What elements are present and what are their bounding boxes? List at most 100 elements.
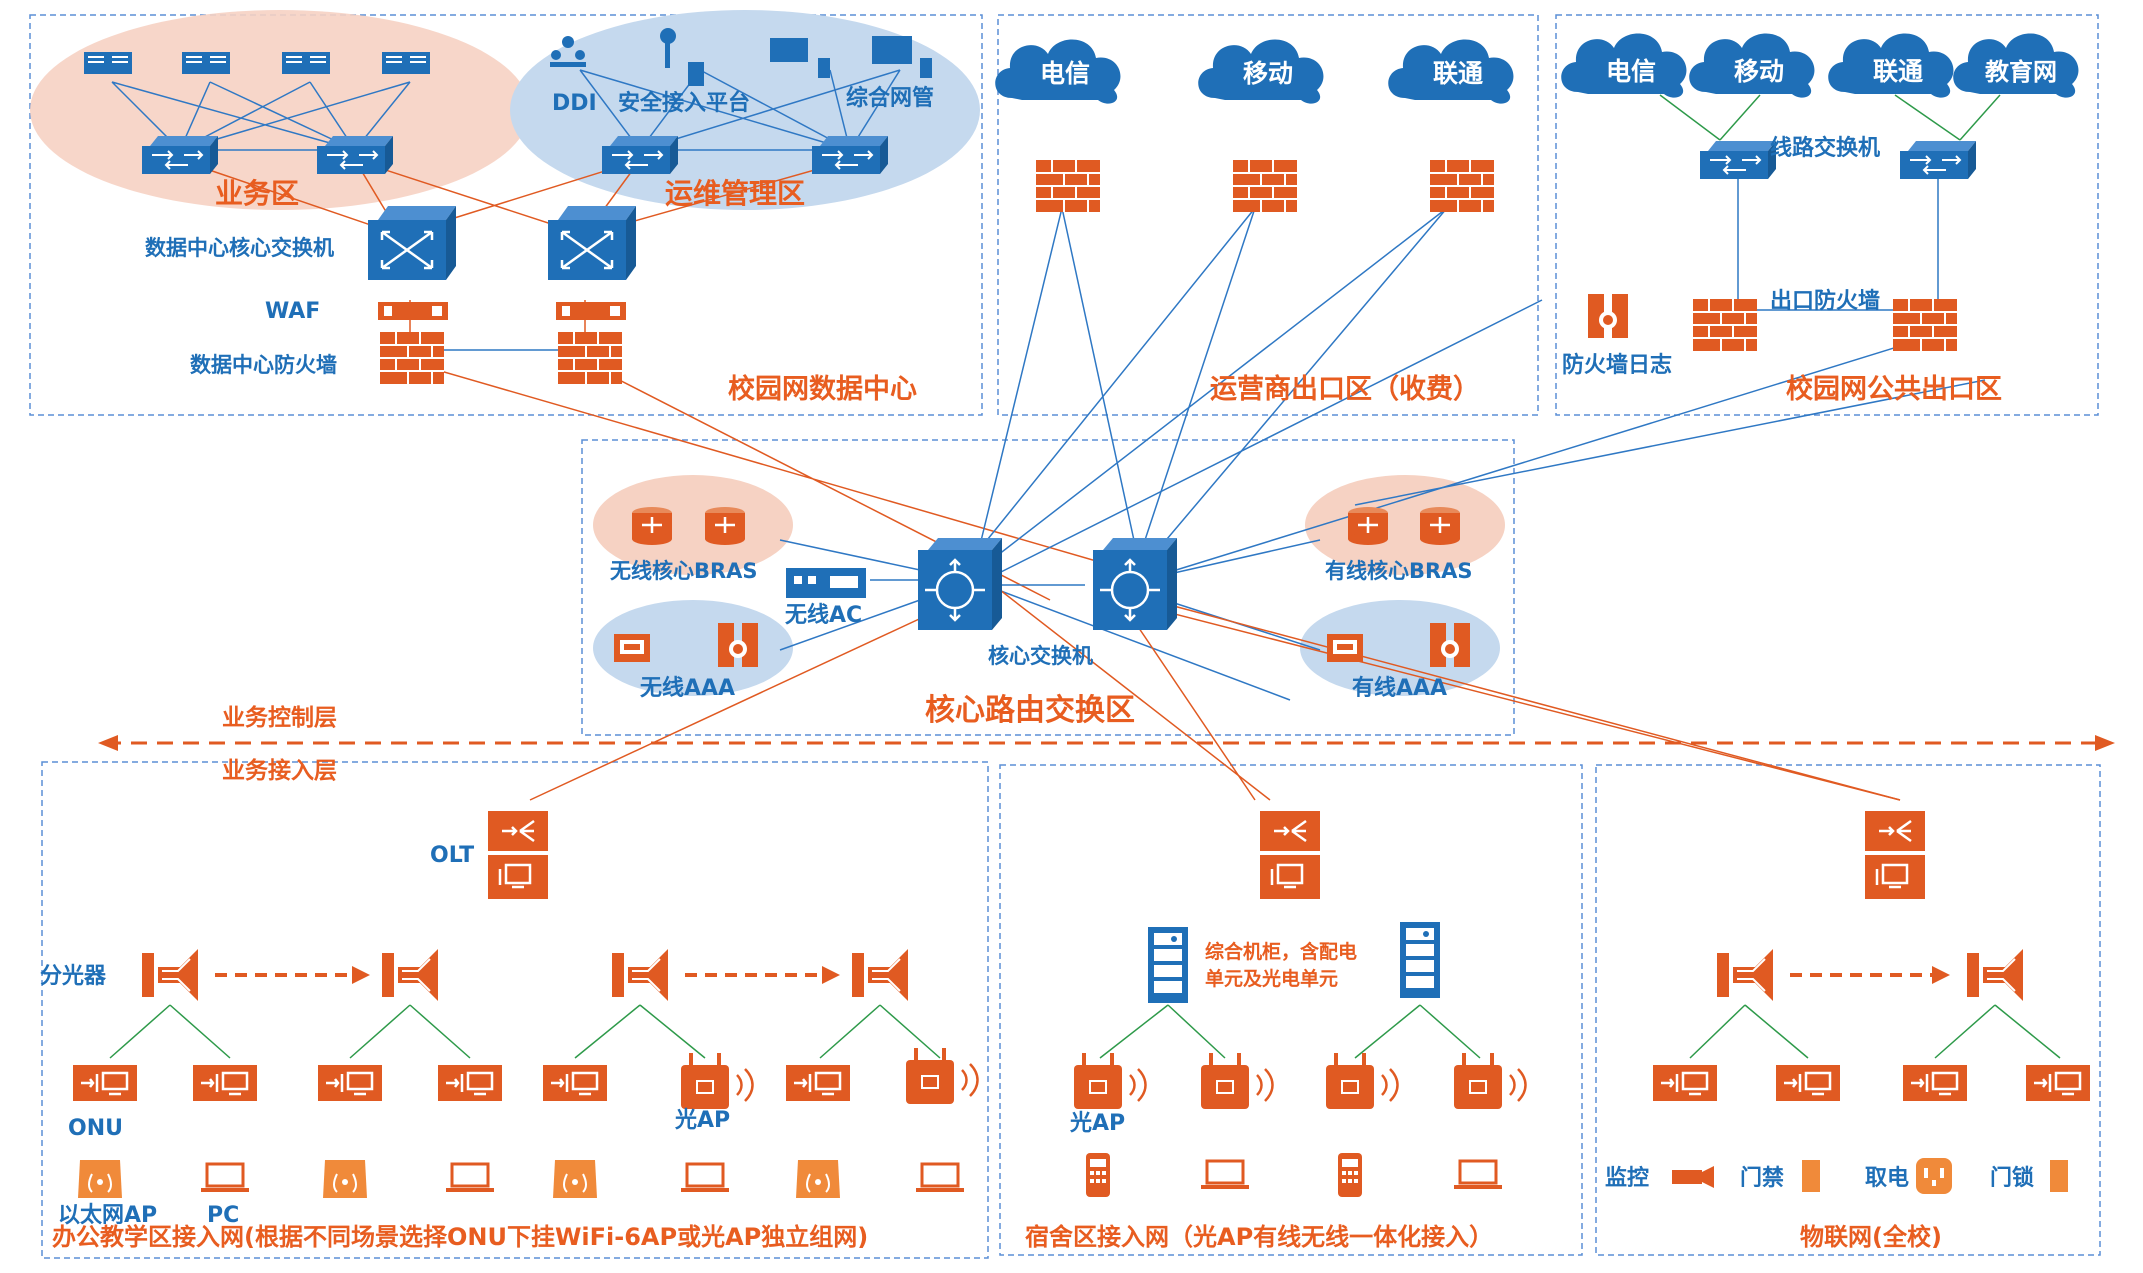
office-splitter-links xyxy=(109,1004,941,1059)
wired-bras-label: 有线核心BRAS xyxy=(1325,559,1473,583)
nms-server-icon xyxy=(920,58,932,78)
iot-onu-1-icon xyxy=(1651,1063,1719,1103)
isp-telecom-label: 电信 xyxy=(1040,59,1090,88)
dc-core-switch-2-icon xyxy=(546,204,638,282)
firewall-log-icon xyxy=(1588,294,1628,338)
isp-unicom-label: 联通 xyxy=(1433,59,1483,88)
separator-left-arrow xyxy=(98,735,118,751)
phone-1-icon xyxy=(1086,1153,1110,1197)
splitter-4-icon xyxy=(851,948,909,1002)
door-label: 门禁 xyxy=(1740,1165,1784,1191)
line-switch-1-icon xyxy=(1699,140,1777,180)
iot-splitter-1-icon xyxy=(1716,948,1774,1002)
dc-firewall-label: 数据中心防火墙 xyxy=(190,353,337,377)
zone-frame-dorm xyxy=(999,764,1583,1256)
separator-right-arrow xyxy=(2095,735,2115,751)
iot-onu-3-icon xyxy=(1901,1063,1969,1103)
onu-6-icon xyxy=(784,1063,852,1103)
eth-ap-label: 以太网AP xyxy=(58,1203,157,1228)
waf-icon xyxy=(378,302,626,320)
dc-core-switch-label: 数据中心核心交换机 xyxy=(145,236,334,260)
splitter-1-icon xyxy=(141,948,199,1002)
zone-label-isp: 运营商出口区（收费） xyxy=(1210,374,1480,405)
rack-2-icon xyxy=(1400,922,1440,998)
line-switch-2-icon xyxy=(1899,140,1977,180)
nms-monitor-icon xyxy=(872,36,912,64)
onu-2-icon xyxy=(191,1063,259,1103)
wired-bras-bubble xyxy=(1305,475,1505,575)
iot-onu-4-icon xyxy=(2024,1063,2092,1103)
exit-firewall-1-icon xyxy=(1692,298,1758,352)
eth-ap-4-icon xyxy=(795,1159,841,1199)
dorm-optical-ap-label: 光AP xyxy=(1069,1111,1125,1136)
ddi-icon xyxy=(550,36,586,67)
splitter-2-icon xyxy=(381,948,439,1002)
wireless-bras-2-icon xyxy=(703,505,747,547)
pub-unicom-label: 联通 xyxy=(1873,57,1923,86)
business-area-label: 业务区 xyxy=(215,177,299,210)
dorm-ap-2-icon xyxy=(1199,1051,1274,1111)
links-isp xyxy=(974,165,1986,581)
zone-label-core: 核心路由交换区 xyxy=(925,693,1135,728)
olt-iot-icon xyxy=(1863,809,1927,901)
ddi-label: DDI xyxy=(552,91,597,116)
splitter-3-icon xyxy=(611,948,669,1002)
core-switch-label: 核心交换机 xyxy=(988,644,1093,668)
zone-label-office: 办公教学区接入网(根据不同场景选择ONU下挂WiFi-6AP或光AP独立组网) xyxy=(52,1223,868,1251)
wired-bras-2-icon xyxy=(1418,505,1462,547)
dorm-laptop-1-icon xyxy=(1199,1159,1251,1189)
zone-frame-iot xyxy=(1595,764,2101,1256)
wired-bras-1-icon xyxy=(1346,505,1390,547)
zone-frame-datacenter xyxy=(29,14,983,416)
cabinet-label-1: 综合机柜，含配电 xyxy=(1205,940,1357,963)
isp-mobile-label: 移动 xyxy=(1243,59,1293,88)
wireless-aaa-label: 无线AAA xyxy=(640,675,735,701)
onu-5-icon xyxy=(541,1063,609,1103)
eth-ap-1-icon xyxy=(77,1159,123,1199)
dc-core-switch-1-icon xyxy=(366,204,458,282)
zone-frame-office xyxy=(41,761,989,1259)
optical-ap-1-icon xyxy=(679,1051,754,1111)
door-access-icon xyxy=(1802,1160,1820,1192)
rack-1-icon xyxy=(1148,927,1188,1003)
laptop-4-icon xyxy=(914,1162,966,1192)
links-public-exit-green xyxy=(1659,94,2001,141)
wireless-ac-icon xyxy=(786,568,866,598)
links-core xyxy=(779,539,1321,701)
onu-3-icon xyxy=(316,1063,384,1103)
monitor-icon xyxy=(770,38,808,62)
layer-access-label: 业务接入层 xyxy=(222,758,337,784)
isp-firewall-2-icon xyxy=(1232,159,1298,213)
onu-4-icon xyxy=(436,1063,504,1103)
iot-splitter-2-icon xyxy=(1966,948,2024,1002)
arrowhead-2 xyxy=(822,966,840,984)
olt-office-icon xyxy=(486,809,550,901)
laptop-2-icon xyxy=(444,1162,496,1192)
zone-frame-isp xyxy=(997,14,1539,416)
secure-access-label: 安全接入平台 xyxy=(618,90,750,116)
pc-label: PC xyxy=(207,1203,239,1228)
office-optical-ap-label: 光AP xyxy=(674,1108,730,1133)
wired-aaa-label: 有线AAA xyxy=(1352,675,1447,701)
core-switch-2-icon xyxy=(1091,536,1179,632)
cabinet-label-2: 单元及光电单元 xyxy=(1205,967,1338,990)
core-switch-1-icon xyxy=(916,536,1004,632)
onu-1-icon xyxy=(71,1063,139,1103)
zone-label-public-exit: 校园网公共出口区 xyxy=(1786,373,2002,405)
arrowhead-1 xyxy=(352,966,370,984)
dc-firewall-1-icon xyxy=(379,331,445,385)
links-access-orange xyxy=(529,589,1901,801)
dorm-links xyxy=(1099,1004,1481,1059)
power-label: 取电 xyxy=(1865,1166,1909,1191)
zone-label-dorm: 宿舍区接入网（光AP有线无线一体化接入） xyxy=(1025,1223,1493,1251)
dorm-ap-1-icon xyxy=(1072,1051,1147,1111)
secure-access-server-icon xyxy=(688,62,704,86)
laptop-1-icon xyxy=(199,1162,251,1192)
camera-label: 监控 xyxy=(1605,1165,1649,1191)
olt-dorm-icon xyxy=(1258,809,1322,901)
door-lock-icon xyxy=(2050,1160,2068,1192)
exit-firewall-2-icon xyxy=(1892,298,1958,352)
line-switch-label: 线路交换机 xyxy=(1770,135,1880,161)
eth-ap-2-icon xyxy=(322,1159,368,1199)
wireless-aaa-1-icon xyxy=(614,634,650,662)
